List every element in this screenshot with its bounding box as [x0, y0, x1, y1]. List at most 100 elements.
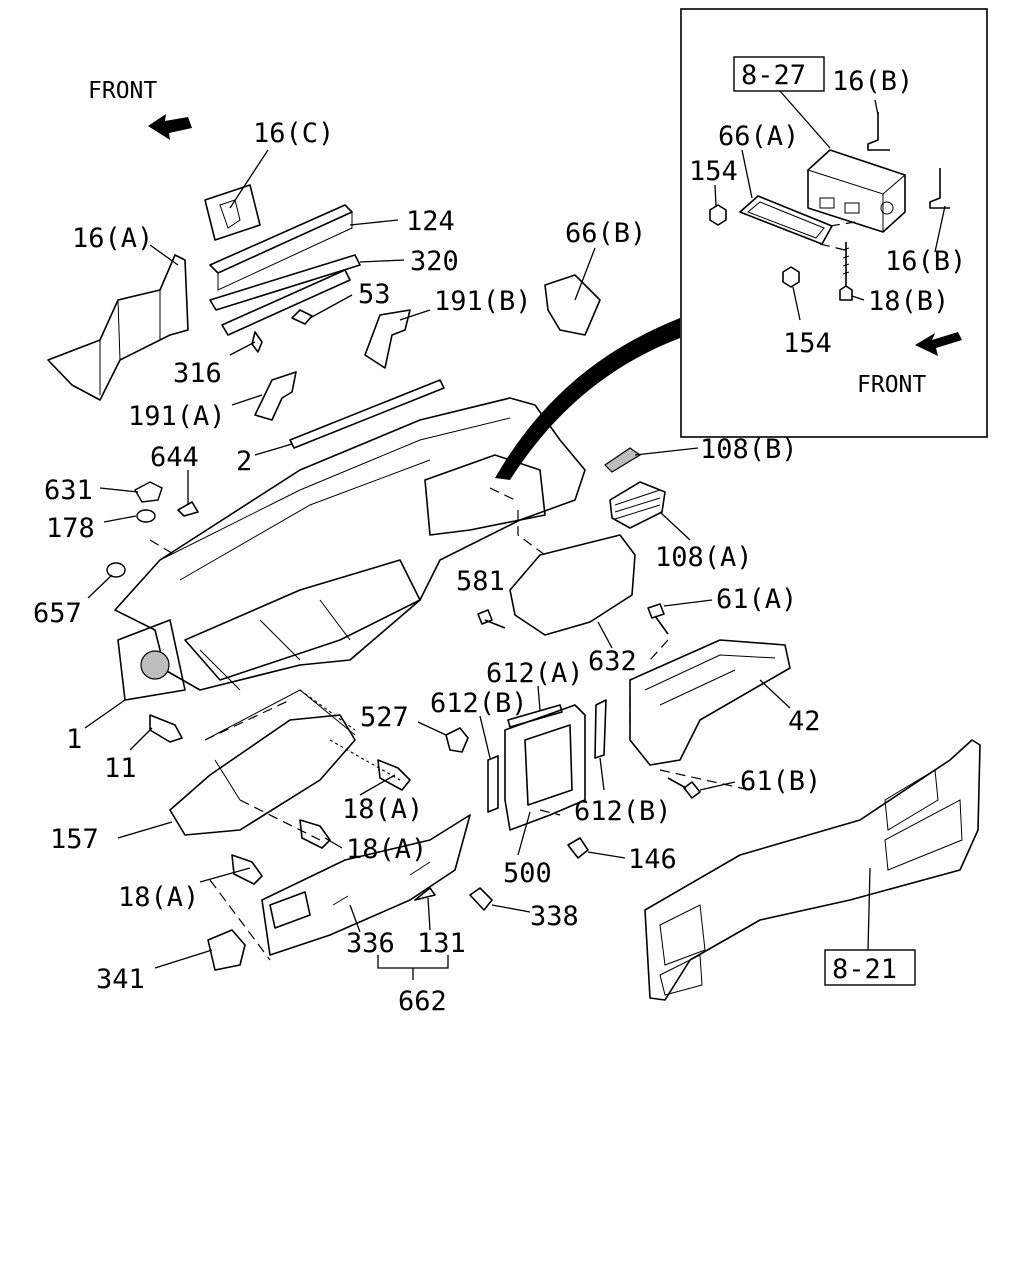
side-panel-1 — [117, 619, 186, 701]
leader-66a — [741, 149, 753, 199]
plate-16c-detail — [219, 199, 241, 229]
inset-frame — [680, 8, 988, 438]
ref-box-8-21 — [824, 949, 916, 986]
label-16b-inset-top: 16(B) — [832, 66, 913, 97]
cover-341 — [207, 929, 246, 971]
leaders — [84, 149, 871, 980]
bolt-18b — [839, 242, 853, 301]
label-16a: 16(A) — [72, 223, 153, 254]
leader-66b — [574, 247, 596, 301]
leader-178 — [103, 515, 137, 523]
clip-131 — [414, 887, 436, 901]
bracket-66b — [544, 274, 601, 336]
bracket-16b-top — [867, 112, 890, 151]
leader-316 — [229, 341, 256, 356]
label-66b: 66(B) — [565, 218, 646, 249]
under-tray-detail — [204, 689, 356, 801]
label-124: 124 — [406, 206, 455, 237]
leader-124 — [349, 219, 399, 226]
bracket-191a — [254, 371, 297, 421]
label-18a-2: 18(A) — [346, 834, 427, 865]
label-2: 2 — [236, 446, 252, 477]
label-157: 157 — [50, 824, 99, 855]
part-labels: 16(C) 124 320 16(A) 53 191(B) 66(B) 316 … — [33, 118, 897, 1017]
airbag-tab-2 — [844, 202, 860, 214]
label-16c: 16(C) — [253, 118, 334, 149]
cluster-hood-632 — [509, 534, 636, 636]
leader-131 — [427, 897, 431, 931]
label-612b-left: 612(B) — [430, 688, 528, 719]
leader-154-top — [714, 184, 717, 207]
front-arrow-top-icon — [148, 114, 192, 140]
label-66a: 66(A) — [718, 121, 799, 152]
gasket-66a — [739, 195, 833, 245]
label-16b-inset-right: 16(B) — [885, 246, 966, 277]
callout-wedge — [495, 318, 680, 480]
bolt-18b-thread — [842, 247, 850, 275]
leader-338 — [491, 904, 531, 913]
leader-16b-right — [934, 205, 946, 253]
cap-631 — [134, 481, 163, 503]
label-front-inset: FRONT — [857, 372, 926, 398]
bracket-16a — [47, 254, 189, 401]
label-42: 42 — [788, 706, 821, 737]
label-191a: 191(A) — [128, 401, 226, 432]
upper-brackets — [47, 184, 601, 449]
bracket-320 — [209, 254, 361, 311]
label-53: 53 — [358, 279, 391, 310]
screw-61a — [647, 603, 669, 635]
leader-612b-left — [479, 715, 491, 759]
leader-631 — [99, 487, 139, 493]
plate-16c — [204, 184, 261, 241]
leader-8-21 — [867, 867, 871, 951]
label-338: 338 — [530, 901, 579, 932]
dashboard — [106, 397, 666, 701]
label-316: 316 — [173, 358, 222, 389]
bolt-11 — [149, 714, 183, 743]
leader-18b — [851, 295, 865, 301]
bracket-16a-detail — [99, 290, 161, 395]
label-154-top: 154 — [689, 156, 738, 187]
label-8-27: 8-27 — [741, 60, 806, 91]
lower-parts — [149, 603, 981, 1001]
clip-644 — [177, 501, 199, 517]
leader-612b-right — [599, 757, 605, 791]
guide-lines — [149, 487, 751, 961]
bracket-16b-right — [929, 168, 950, 209]
leader-108a — [659, 511, 691, 541]
label-61b: 61(B) — [740, 766, 821, 797]
leader-18a-3 — [199, 867, 251, 883]
label-631: 631 — [44, 475, 93, 506]
leader-16a — [149, 244, 179, 266]
inset-dash-lines — [819, 221, 856, 251]
airbag-connector — [880, 201, 894, 215]
leader-500 — [517, 811, 531, 856]
lower-panel-336 — [261, 814, 471, 956]
leader-157 — [117, 821, 173, 839]
label-644: 644 — [150, 442, 199, 473]
leader-320 — [359, 259, 405, 263]
leader-1 — [84, 699, 126, 729]
grommet-178 — [136, 509, 156, 523]
label-18a-3: 18(A) — [118, 882, 199, 913]
leader-662-bracket — [377, 955, 449, 980]
center-panel-8-21 — [644, 739, 981, 1001]
vent-108a — [609, 481, 666, 529]
leader-16b-top — [874, 99, 879, 116]
screw-338 — [469, 887, 493, 911]
label-657: 657 — [33, 598, 82, 629]
nut-154-top — [709, 204, 727, 226]
label-612b-right: 612(B) — [574, 796, 672, 827]
leader-2 — [254, 443, 293, 456]
label-61a: 61(A) — [716, 584, 797, 615]
glove-box-42 — [629, 639, 791, 766]
ref-box-8-27 — [733, 56, 825, 92]
label-front-top: FRONT — [88, 78, 157, 104]
bracket-124-lip — [217, 212, 353, 291]
bezel-500 — [504, 704, 586, 831]
label-18a-1: 18(A) — [342, 794, 423, 825]
label-178: 178 — [46, 513, 95, 544]
leader-61b — [699, 781, 736, 791]
side-vent — [140, 650, 170, 680]
label-18b: 18(B) — [868, 286, 949, 317]
